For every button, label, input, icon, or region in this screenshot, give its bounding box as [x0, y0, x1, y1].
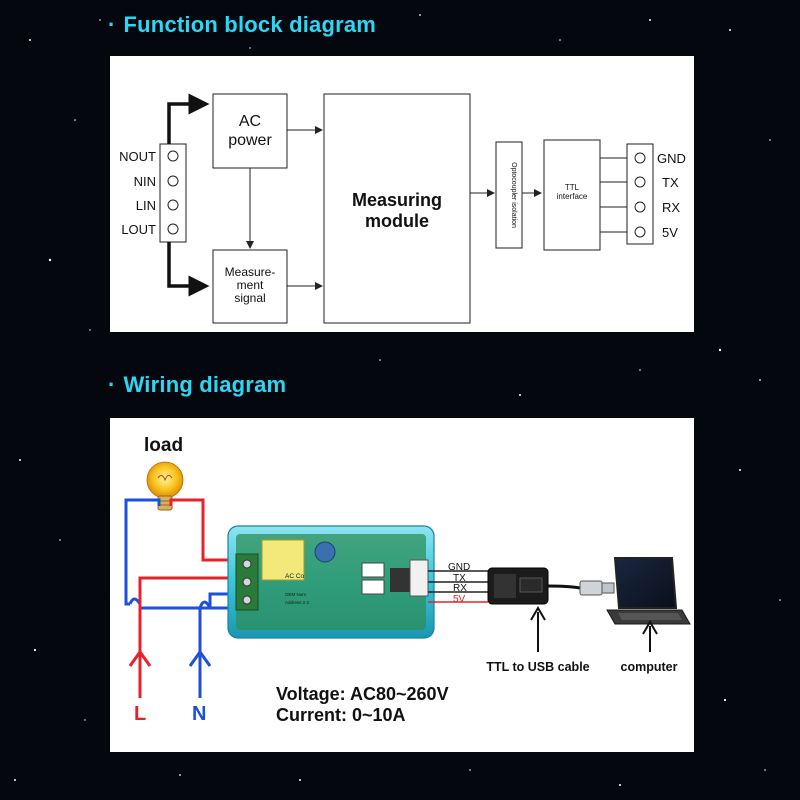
- pin-label-rx: RX: [453, 583, 467, 594]
- live-load-wire: [169, 498, 236, 562]
- wiring-title: · Wiring diagram: [108, 372, 286, 398]
- terminal-label-lin: LIN: [136, 198, 156, 213]
- wiring-title-text: Wiring diagram: [123, 372, 287, 397]
- measurement-signal-line2: ment: [237, 278, 264, 292]
- terminal-screw-icon: [634, 176, 646, 188]
- terminal-screw-icon: [167, 150, 179, 162]
- neutral-out-wire: [128, 597, 236, 610]
- ttl-pointer-arrowhead: [530, 606, 546, 621]
- terminal-screw-icon: [634, 152, 646, 164]
- output-label-gnd: GND: [657, 151, 686, 166]
- live-label: L: [134, 703, 146, 725]
- ac-power-label-line2: power: [228, 132, 272, 149]
- measuring-module-line1: Measuring: [352, 190, 442, 210]
- output-label-tx: TX: [662, 175, 679, 190]
- wiring-diagram: load L N: [124, 435, 691, 725]
- live-arrow-icon: [128, 649, 152, 698]
- optocoupler-box: [495, 141, 523, 249]
- ttl-cable-label: TTL to USB cable: [486, 660, 589, 674]
- computer-label: computer: [621, 660, 678, 674]
- neutral-in-wire: [198, 592, 236, 694]
- neutral-label: N: [192, 703, 206, 725]
- terminal-screw-icon: [634, 201, 646, 213]
- board-text-line2: OEM Num: [285, 592, 306, 597]
- measurement-signal-line1: Measure-: [225, 265, 276, 279]
- wiring-panel: load L N: [110, 418, 694, 752]
- board-text-line1: AC Co: [285, 573, 305, 580]
- light-bulb-icon: [146, 461, 184, 511]
- terminal-label-nin: NIN: [134, 174, 156, 189]
- current-spec: Current: 0~10A: [276, 705, 406, 725]
- function-block-panel: NOUT NIN LIN LOUT AC power Measure- ment…: [110, 56, 694, 332]
- function-block-title-text: Function block diagram: [123, 12, 377, 37]
- ttl-interface-line2: interface: [557, 192, 588, 201]
- ttl-interface-line1: TTL: [565, 183, 580, 192]
- terminal-screw-icon: [634, 226, 646, 238]
- ttl-interface-box: [543, 139, 601, 251]
- function-block-diagram: NOUT NIN LIN LOUT AC power Measure- ment…: [119, 93, 686, 324]
- neutral-arrow-icon: [188, 649, 212, 698]
- voltage-spec: Voltage: AC80~260V: [276, 684, 449, 704]
- output-label-5v: 5V: [662, 225, 678, 240]
- terminal-screw-icon: [167, 175, 179, 187]
- load-label: load: [144, 435, 183, 456]
- measuring-module-box: [323, 93, 471, 324]
- terminal-label-nout: NOUT: [119, 149, 156, 164]
- pin-label-5v: 5V: [453, 594, 466, 605]
- title-bullet: ·: [108, 372, 116, 397]
- arrow-to-measurement-signal: [167, 242, 210, 297]
- measurement-signal-line3: signal: [234, 291, 265, 305]
- power-meter-module: AC Co OEM Num Address 2 2: [227, 525, 435, 639]
- terminal-screw-icon: [167, 223, 179, 235]
- ac-power-label-line1: AC: [239, 113, 261, 130]
- ac-power-box: [212, 93, 288, 169]
- measuring-module-line2: module: [365, 211, 429, 231]
- computer-pointer-arrowhead: [642, 620, 658, 635]
- ttl-usb-adapter-icon: [487, 567, 615, 605]
- optocoupler-label: Optocoupler isolation: [510, 162, 517, 228]
- arrow-to-ac-power: [167, 93, 210, 144]
- function-block-title: · Function block diagram: [108, 12, 376, 38]
- output-label-rx: RX: [662, 200, 680, 215]
- neutral-load-wire: [124, 498, 161, 606]
- terminal-screw-icon: [167, 199, 179, 211]
- terminal-label-lout: LOUT: [121, 222, 156, 237]
- pin-label-tx: TX: [453, 573, 466, 584]
- laptop-computer-icon: [606, 557, 691, 625]
- title-bullet: ·: [108, 12, 116, 37]
- board-text-line3: Address 2 2: [285, 600, 310, 605]
- pin-label-gnd: GND: [448, 562, 470, 573]
